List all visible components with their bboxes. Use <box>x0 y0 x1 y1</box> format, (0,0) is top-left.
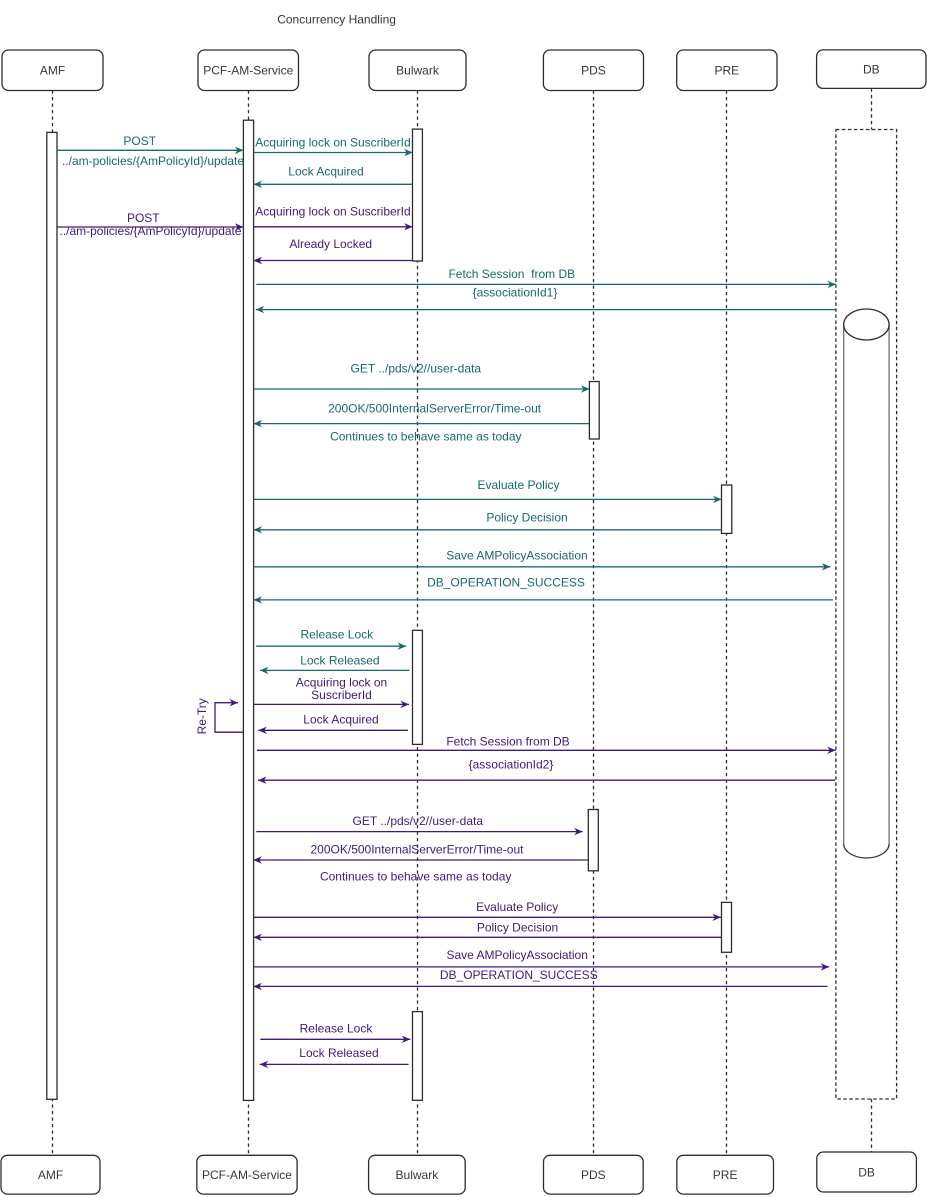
svg-text:Policy Decision: Policy Decision <box>477 920 558 934</box>
svg-text:POST: POST <box>127 211 160 225</box>
svg-text:Bulwark: Bulwark <box>396 1168 440 1182</box>
svg-text:Lock Acquired: Lock Acquired <box>303 712 378 726</box>
svg-text:PDS: PDS <box>581 64 606 78</box>
svg-text:{associationId1}: {associationId1} <box>473 286 558 300</box>
svg-text:Acquiring lock on: Acquiring lock on <box>296 676 387 690</box>
svg-text:Acquiring lock on SuscriberId: Acquiring lock on SuscriberId <box>255 135 410 149</box>
svg-text:Continues to behave same as to: Continues to behave same as today <box>320 870 511 884</box>
svg-text:GET ../pds/v2//user-data: GET ../pds/v2//user-data <box>351 362 482 376</box>
svg-text:DB_OPERATION_SUCCESS: DB_OPERATION_SUCCESS <box>440 968 598 982</box>
svg-text:Lock Released: Lock Released <box>299 1046 378 1060</box>
svg-text:200OK/500InternalServerError/T: 200OK/500InternalServerError/Time-out <box>311 843 525 857</box>
svg-text:POST: POST <box>123 134 156 148</box>
svg-text:AMF: AMF <box>40 64 65 78</box>
svg-text:Release Lock: Release Lock <box>300 1022 374 1036</box>
svg-text:Policy Decision: Policy Decision <box>486 511 567 525</box>
svg-text:DB: DB <box>863 62 880 76</box>
svg-text:Lock Released: Lock Released <box>300 654 379 668</box>
svg-text:Continues to behave same as to: Continues to behave same as today <box>330 429 521 443</box>
svg-text:Bulwark: Bulwark <box>396 64 440 78</box>
svg-text:Release Lock: Release Lock <box>300 627 374 641</box>
svg-text:AMF: AMF <box>38 1168 63 1182</box>
svg-text:../am-policies/{AmPolicyId}/up: ../am-policies/{AmPolicyId}/update <box>59 224 241 238</box>
svg-text:SuscriberId: SuscriberId <box>311 688 372 702</box>
svg-text:Evaluate Policy: Evaluate Policy <box>477 478 559 492</box>
svg-text:Re-Try: Re-Try <box>195 698 209 734</box>
svg-text:DB_OPERATION_SUCCESS: DB_OPERATION_SUCCESS <box>427 576 585 590</box>
svg-text:Fetch Session from DB: Fetch Session from DB <box>448 267 575 281</box>
svg-text:Acquiring lock on SuscriberId: Acquiring lock on SuscriberId <box>255 204 410 218</box>
svg-text:GET ../pds/v2//user-data: GET ../pds/v2//user-data <box>353 814 484 828</box>
svg-text:Evaluate Policy: Evaluate Policy <box>476 900 558 914</box>
svg-text:DB: DB <box>858 1165 875 1179</box>
svg-text:Save AMPolicyAssociation: Save AMPolicyAssociation <box>446 548 587 562</box>
svg-text:Already Locked: Already Locked <box>289 237 372 251</box>
svg-text:Lock Acquired: Lock Acquired <box>288 165 363 179</box>
svg-text:PRE: PRE <box>713 1168 738 1182</box>
svg-text:{associationId2}: {associationId2} <box>469 758 554 772</box>
svg-text:PDS: PDS <box>581 1168 606 1182</box>
svg-text:Fetch Session from DB: Fetch Session from DB <box>446 735 569 749</box>
svg-text:Concurrency Handling: Concurrency Handling <box>277 13 396 27</box>
svg-text:PRE: PRE <box>715 64 740 78</box>
svg-text:PCF-AM-Service: PCF-AM-Service <box>203 64 293 78</box>
svg-text:200OK/500InternalServerError/T: 200OK/500InternalServerError/Time-out <box>328 402 542 416</box>
svg-text:Save AMPolicyAssociation: Save AMPolicyAssociation <box>446 948 587 962</box>
svg-text:../am-policies/{AmPolicyId}/up: ../am-policies/{AmPolicyId}/update <box>62 154 244 168</box>
svg-text:PCF-AM-Service: PCF-AM-Service <box>202 1168 292 1182</box>
